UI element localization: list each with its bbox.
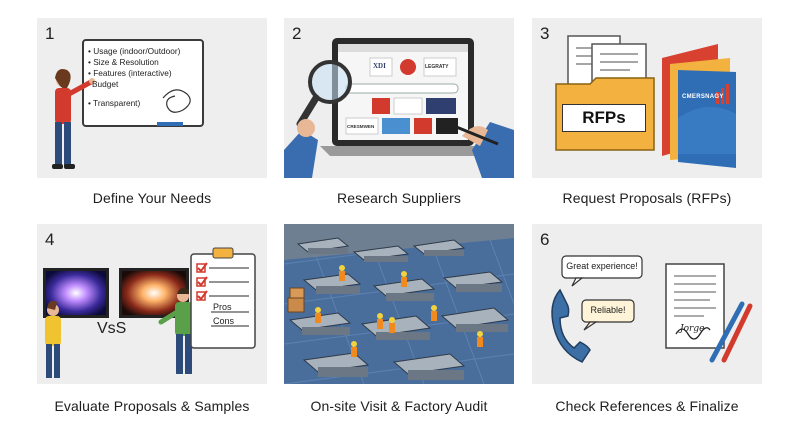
step-6-title: Check References & Finalize <box>555 398 739 414</box>
checklist-cons: Cons <box>213 316 235 326</box>
folder-label: RFPs <box>562 104 646 132</box>
step-1-number: 1 <box>45 24 55 43</box>
step-2-panel: 2 XDI LEGRATY CRESMWEN <box>284 18 514 178</box>
logo-cresmwen: CRESMWEN <box>347 124 375 129</box>
step-6-number: 6 <box>540 230 550 249</box>
step-6-panel: 6 Great experience! Reliable! Jorge <box>532 224 762 384</box>
board-line: Budget <box>92 79 119 89</box>
board-line: • Features (interactive) <box>88 68 172 78</box>
step-1-panel: 1 • Usage (indoor/Outdoor) • Size & Reso… <box>37 18 267 178</box>
step-1-title: Define Your Needs <box>92 190 212 206</box>
step-3-panel: 3 RFPs CMERSNAGY <box>532 18 762 178</box>
step-2-number: 2 <box>292 24 302 43</box>
logo-xdi: XDI <box>373 62 386 70</box>
step-3-number: 3 <box>540 24 550 43</box>
step-3-title: Request Proposals (RFPs) <box>562 190 732 206</box>
quote-reliable: Reliable! <box>590 305 626 315</box>
laptop-magnifier-illustration <box>284 38 514 178</box>
step-4-number: 4 <box>45 230 55 249</box>
step-5-title: On-site Visit & Factory Audit <box>310 398 488 414</box>
references-contract-illustration <box>551 255 753 363</box>
logo-legraty: LEGRATY <box>425 64 449 70</box>
brochure-label: CMERSNAGY <box>682 94 724 100</box>
board-line: • Transparent) <box>88 98 141 108</box>
checklist-pros: Pros <box>213 302 232 312</box>
contract-signature: Jorge <box>680 324 705 334</box>
board-line: • Size & Resolution <box>88 57 159 67</box>
factory-floor-illustration <box>284 224 514 384</box>
display-comparison-illustration <box>43 247 256 378</box>
versus-label: VsS <box>97 320 127 337</box>
step-5-panel <box>284 224 514 384</box>
whiteboard-text: • Usage (indoor/Outdoor) • Size & Resolu… <box>88 46 200 109</box>
step-2-title: Research Suppliers <box>337 190 461 206</box>
presenter-whiteboard-illustration <box>52 39 204 169</box>
board-line: • Usage (indoor/Outdoor) <box>88 46 181 56</box>
quote-great-experience: Great experience! <box>566 261 638 271</box>
step-4-title: Evaluate Proposals & Samples <box>54 398 250 414</box>
rfp-folder-brochure-illustration <box>555 35 736 168</box>
step-4-panel: 4 VsS Pros Cons <box>37 224 267 384</box>
